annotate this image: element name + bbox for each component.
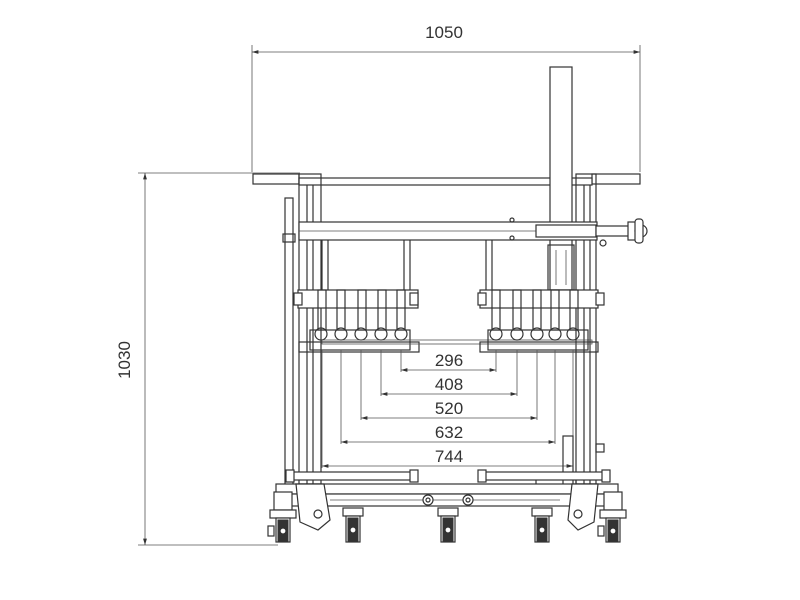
width-dimension: 1050	[251, 23, 641, 172]
caster-icon	[531, 507, 553, 543]
caster-icon	[267, 491, 297, 543]
adjustment-knob-icon	[627, 218, 648, 244]
height-dimension-label: 1030	[115, 341, 134, 379]
spacing-label-2: 520	[435, 399, 463, 418]
vertical-post	[547, 66, 575, 291]
width-dimension-label: 1050	[425, 23, 463, 42]
hanging-supports	[321, 240, 493, 290]
caster-icon	[597, 491, 627, 543]
spacing-label-1: 408	[435, 375, 463, 394]
spacing-dimensions: 296 408 520 632 744	[322, 351, 573, 468]
right-clamp-assembly	[477, 289, 605, 353]
left-clamp-assembly	[293, 289, 420, 353]
height-dimension: 1030	[115, 172, 300, 546]
spacing-label-4: 744	[435, 447, 463, 466]
spacing-label-0: 296	[435, 351, 463, 370]
top-handle	[252, 173, 641, 186]
caster-icon	[342, 507, 364, 543]
caster-icon	[437, 507, 459, 543]
mid-beam	[298, 217, 648, 247]
foot-rails	[285, 469, 611, 483]
spacing-label-3: 632	[435, 423, 463, 442]
